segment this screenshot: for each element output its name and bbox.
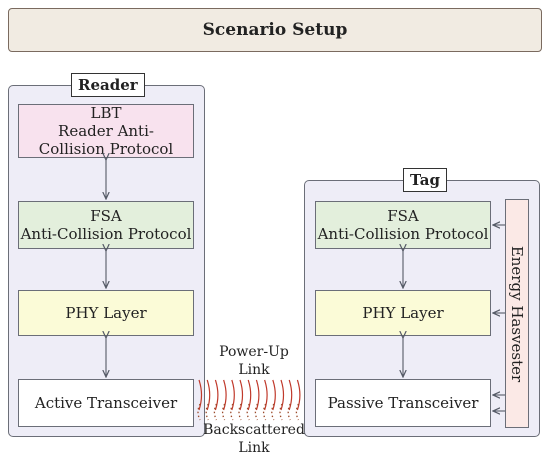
backscatter-line-1: Backscattered — [203, 422, 305, 438]
backscatter-wave-arc — [271, 403, 275, 421]
tag-fsa-line-1: FSA — [387, 207, 419, 225]
tag-label: Tag — [403, 168, 447, 192]
powerup-wave — [198, 379, 301, 411]
backscatter-wave-arc — [205, 403, 209, 421]
page-title: Scenario Setup — [202, 20, 348, 40]
lbt-protocol-block: LBT Reader Anti- Collision Protocol — [18, 104, 194, 158]
backscatter-wave-arc — [287, 403, 291, 421]
powerup-wave-arc — [288, 379, 293, 411]
backscatter-wave-arc — [254, 403, 258, 421]
scenario-setup-banner: Scenario Setup — [8, 8, 542, 52]
backscatter-wave-arc — [230, 403, 234, 421]
powerup-wave-arc — [296, 379, 301, 411]
lbt-line-3: Collision Protocol — [38, 140, 174, 158]
backscatter-wave-arc — [221, 403, 226, 421]
powerup-wave-arc — [255, 379, 260, 411]
powerup-wave-arc — [214, 379, 219, 411]
backscatter-wave-arc — [279, 403, 283, 421]
powerup-line-1: Power-Up — [219, 344, 289, 360]
backscatter-link-label: Backscattered Link — [200, 421, 308, 457]
backscatter-wave-arc — [238, 403, 242, 421]
powerup-wave-arc — [247, 379, 252, 411]
backscatter-line-2: Link — [238, 440, 270, 456]
energy-harvester-block: Energy Hasvester — [505, 199, 529, 428]
powerup-link-label: Power-Up Link — [212, 343, 296, 379]
backscatter-wave — [197, 403, 299, 421]
powerup-wave-arc — [231, 379, 235, 411]
tag-label-text: Tag — [410, 171, 440, 189]
reader-fsa-line-2: Anti-Collision Protocol — [20, 225, 192, 243]
powerup-wave-arc — [272, 379, 276, 411]
active-transceiver-block: Active Transceiver — [18, 379, 194, 427]
powerup-wave-arc — [198, 379, 203, 411]
reader-label-text: Reader — [78, 76, 138, 94]
lbt-line-2: Reader Anti- — [58, 122, 154, 140]
backscatter-wave-arc — [213, 403, 217, 421]
backscatter-wave-arc — [197, 403, 201, 421]
reader-fsa-block: FSA Anti-Collision Protocol — [18, 201, 194, 249]
powerup-wave-arc — [280, 379, 285, 411]
powerup-wave-arc — [206, 379, 211, 411]
passive-transceiver-block: Passive Transceiver — [315, 379, 491, 427]
backscatter-wave-arc — [246, 403, 250, 421]
tag-fsa-block: FSA Anti-Collision Protocol — [315, 201, 491, 249]
powerup-wave-arc — [239, 379, 244, 411]
backscatter-wave-arc — [262, 403, 267, 421]
tag-phy-label: PHY Layer — [362, 304, 444, 322]
tag-phy-block: PHY Layer — [315, 290, 491, 336]
reader-fsa-line-1: FSA — [90, 207, 122, 225]
reader-phy-label: PHY Layer — [65, 304, 147, 322]
active-transceiver-label: Active Transceiver — [34, 394, 178, 412]
reader-label: Reader — [71, 73, 145, 97]
tag-fsa-line-2: Anti-Collision Protocol — [317, 225, 489, 243]
powerup-line-2: Link — [238, 362, 270, 378]
passive-transceiver-label: Passive Transceiver — [327, 394, 479, 412]
powerup-wave-arc — [223, 379, 227, 411]
lbt-line-1: LBT — [90, 104, 122, 122]
reader-phy-block: PHY Layer — [18, 290, 194, 336]
powerup-wave-arc — [264, 379, 268, 411]
backscatter-wave-arc — [295, 403, 299, 421]
